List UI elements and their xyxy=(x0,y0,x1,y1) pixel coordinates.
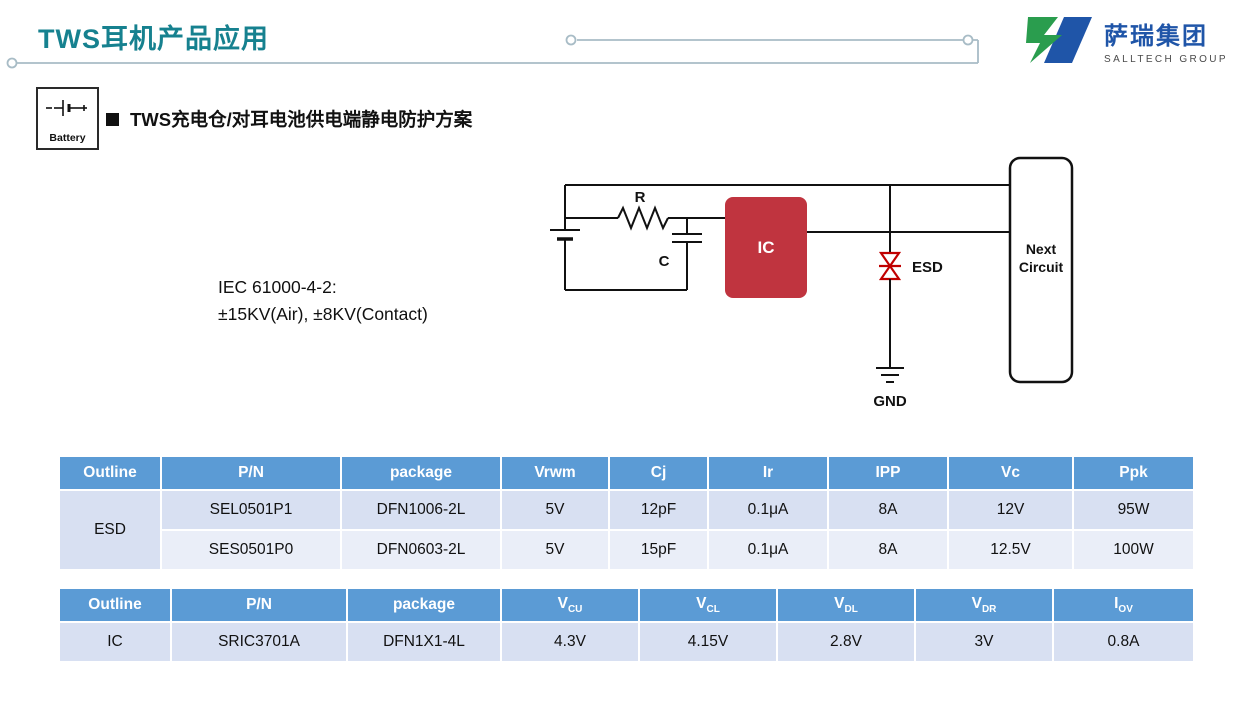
ic-block-label: IC xyxy=(758,238,775,257)
esd-label: ESD xyxy=(912,259,943,276)
table-cell: 15pF xyxy=(608,529,709,571)
section-header: TWS充电仓/对耳电池供电端静电防护方案 xyxy=(106,106,472,132)
tvs-diode-lower xyxy=(878,264,902,281)
table-cell: 8A xyxy=(827,489,949,531)
column-header: IOV xyxy=(1052,587,1195,623)
table-cell: SEL0501P1 xyxy=(160,489,342,531)
iec-line1: IEC 61000-4-2: xyxy=(218,277,337,297)
next-circuit-box xyxy=(1008,156,1074,384)
logo-text: 萨瑞集团 SALLTECH GROUP xyxy=(1104,16,1228,65)
company-logo: 萨瑞集团 SALLTECH GROUP xyxy=(1026,13,1228,67)
circuit-diagram: R C IC ESD GND Next Circuit xyxy=(550,156,1074,410)
column-header: IPP xyxy=(827,455,949,491)
table-cell: 0.8A xyxy=(1052,621,1195,663)
table-row: ESD SEL0501P1 DFN1006-2L 5V 12pF 0.1μA 8… xyxy=(58,489,1195,571)
iec-line2: ±15KV(Air), ±8KV(Contact) xyxy=(218,304,428,324)
logo-name-en: SALLTECH GROUP xyxy=(1104,53,1228,65)
section-title: TWS充电仓/对耳电池供电端静电防护方案 xyxy=(130,109,473,130)
table-cell: 5V xyxy=(500,489,610,531)
column-header: package xyxy=(340,455,502,491)
resistor-symbol xyxy=(617,205,669,231)
logo-name-cn: 萨瑞集团 xyxy=(1104,22,1208,50)
next-circuit-label-line1: Next xyxy=(1026,241,1057,257)
column-header: Cj xyxy=(608,455,709,491)
battery-icon-label: Battery xyxy=(49,132,86,144)
next-circuit-label-line2: Circuit xyxy=(1019,259,1064,275)
section-bullet-icon xyxy=(106,112,119,126)
table-cell: 5V xyxy=(500,529,610,571)
table-cell: 0.1μA xyxy=(707,529,829,571)
table-cell: DFN0603-2L xyxy=(340,529,502,571)
outline-cell: ESD xyxy=(58,489,162,571)
table-cell: 4.15V xyxy=(638,621,778,663)
outline-cell: IC xyxy=(58,621,172,663)
column-header: VCU xyxy=(500,587,640,623)
column-header: P/N xyxy=(170,587,348,623)
column-header: package xyxy=(346,587,502,623)
column-header: P/N xyxy=(160,455,342,491)
page-title: TWS耳机产品应用 xyxy=(38,24,269,54)
table-cell: SRIC3701A xyxy=(170,621,348,663)
table-header-row: Outline P/N package VCU VCL VDL VDR IOV xyxy=(58,587,1195,623)
table-cell: 12.5V xyxy=(947,529,1074,571)
table-cell: SES0501P0 xyxy=(160,529,342,571)
table-cell: 12pF xyxy=(608,489,709,531)
esd-spec-table: Outline P/N package Vrwm Cj Ir IPP Vc Pp… xyxy=(58,455,1195,571)
table-row: IC SRIC3701A DFN1X1-4L 4.3V 4.15V 2.8V 3… xyxy=(58,621,1195,663)
table-cell: 4.3V xyxy=(500,621,640,663)
ic-spec-table: Outline P/N package VCU VCL VDL VDR IOV … xyxy=(58,587,1195,663)
column-header: VCL xyxy=(638,587,778,623)
battery-symbol-icon xyxy=(45,100,87,116)
column-header: Ir xyxy=(707,455,829,491)
resistor-label: R xyxy=(635,189,646,206)
ic-block xyxy=(725,197,807,298)
column-header: Ppk xyxy=(1072,455,1195,491)
table-cell: 0.1μA xyxy=(707,489,829,531)
table-header-row: Outline P/N package Vrwm Cj Ir IPP Vc Pp… xyxy=(58,455,1195,491)
table-cell: 95W xyxy=(1072,489,1195,531)
table-cell: 2.8V xyxy=(776,621,916,663)
column-header: VDL xyxy=(776,587,916,623)
capacitor-label: C xyxy=(659,253,670,270)
column-header: Vc xyxy=(947,455,1074,491)
gnd-label: GND xyxy=(873,393,907,410)
table-cell: DFN1006-2L xyxy=(340,489,502,531)
column-header: VDR xyxy=(914,587,1054,623)
logo-mark-icon xyxy=(1026,17,1092,63)
iec-note: IEC 61000-4-2: ±15KV(Air), ±8KV(Contact) xyxy=(218,274,428,328)
table-cell: 12V xyxy=(947,489,1074,531)
column-header: Outline xyxy=(58,455,162,491)
table-row: SES0501P0 DFN0603-2L 5V 15pF 0.1μA 8A 12… xyxy=(59,529,1195,571)
column-header: Vrwm xyxy=(500,455,610,491)
column-header: Outline xyxy=(58,587,172,623)
table-cell: 100W xyxy=(1072,529,1195,571)
table-cell: DFN1X1-4L xyxy=(346,621,502,663)
table-cell: 3V xyxy=(914,621,1054,663)
battery-icon: Battery xyxy=(36,87,99,150)
tvs-diode-upper xyxy=(878,251,902,268)
table-cell: 8A xyxy=(827,529,949,571)
